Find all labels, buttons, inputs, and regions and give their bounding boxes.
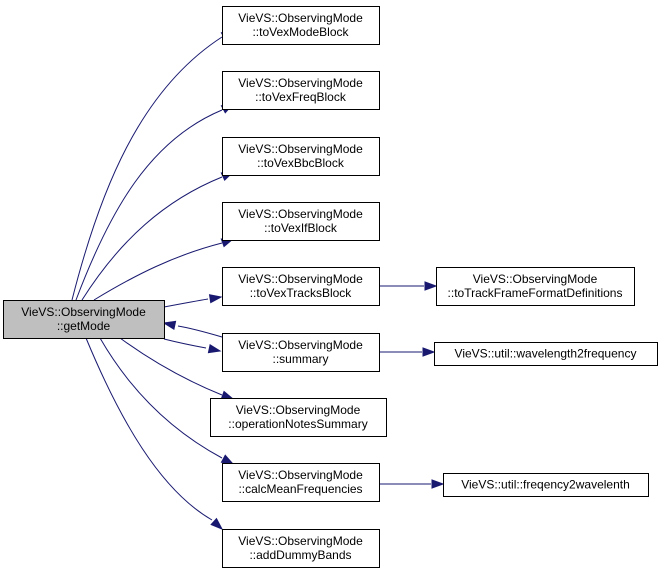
node-label-method: ::addDummyBands [249, 548, 351, 562]
node-toVexBbcBlock[interactable]: VieVS::ObservingMode::toVexBbcBlock [222, 137, 380, 176]
node-wavelength2frequency[interactable]: VieVS::util::wavelength2frequency [434, 342, 658, 366]
node-label-method: ::summary [272, 352, 328, 366]
node-label-method: ::toVexTracksBlock [250, 286, 353, 300]
edge-line [75, 109, 223, 301]
edge-getMode-to-toVexFreqBlock [75, 103, 235, 301]
node-toVexFreqBlock[interactable]: VieVS::ObservingMode::toVexFreqBlock [222, 71, 380, 110]
node-label-namespace: VieVS::ObservingMode [238, 142, 363, 156]
edge-line [85, 337, 213, 521]
edge-getMode-to-toVexIfBlock [93, 238, 235, 301]
node-summary[interactable]: VieVS::ObservingMode::summary [222, 333, 380, 372]
nodes-layer: VieVS::ObservingMode::getModeVieVS::Obse… [3, 6, 658, 568]
node-calcMeanFrequencies[interactable]: VieVS::ObservingMode::calcMeanFrequencie… [222, 463, 380, 502]
node-label-method: ::toVexModeBlock [252, 25, 349, 39]
node-label-namespace: VieVS::ObservingMode [238, 207, 363, 221]
node-label-namespace: VieVS::util::wavelength2frequency [455, 347, 637, 361]
node-label-namespace: VieVS::ObservingMode [238, 338, 363, 352]
node-label-method: ::toVexFreqBlock [255, 90, 347, 104]
node-label-namespace: VieVS::ObservingMode [473, 272, 598, 286]
node-label-namespace: VieVS::ObservingMode [21, 305, 146, 319]
edge-line [81, 176, 223, 301]
node-label-method: ::toVexBbcBlock [257, 156, 345, 170]
node-toVexTracksBlock[interactable]: VieVS::ObservingMode::toVexTracksBlock [222, 267, 380, 306]
edge-summary-to-wavelength2frequency [379, 347, 436, 357]
node-toVexIfBlock[interactable]: VieVS::ObservingMode::toVexIfBlock [222, 202, 380, 241]
node-label-namespace: VieVS::ObservingMode [238, 272, 363, 286]
node-box [222, 71, 380, 110]
node-freqency2wavelenth[interactable]: VieVS::util::freqency2wavelenth [443, 473, 649, 497]
edge-line [163, 298, 209, 308]
node-label-namespace: VieVS::ObservingMode [238, 468, 363, 482]
node-box [222, 267, 380, 306]
node-box [443, 473, 649, 497]
edge-getMode-to-operationNotesSummary [119, 337, 235, 400]
edge-getMode-to-addDummyBands [85, 337, 224, 530]
node-toTrackFrameFormatDefinitions[interactable]: VieVS::ObservingMode::toTrackFrameFormat… [436, 267, 635, 306]
edge-calcMeanFrequencies-to-freqency2wavelenth [379, 479, 445, 489]
node-getMode[interactable]: VieVS::ObservingMode::getMode [3, 300, 165, 339]
arrowhead [208, 294, 223, 304]
edge-line [71, 36, 223, 301]
node-label-method: ::toVexIfBlock [264, 221, 338, 235]
node-box [222, 137, 380, 176]
node-label-method: ::toTrackFrameFormatDefinitions [448, 286, 623, 300]
node-box [210, 398, 387, 437]
node-label-namespace: VieVS::ObservingMode [238, 11, 363, 25]
node-box [222, 6, 380, 45]
node-box [222, 202, 380, 241]
edge-toVexTracksBlock-to-toTrackFrameFormatDefinitions [379, 281, 438, 291]
arrowhead [220, 454, 235, 465]
arrowhead [422, 347, 436, 357]
edge-getMode-to-toVexBbcBlock [81, 171, 235, 301]
arrowhead [207, 343, 222, 354]
node-box [222, 333, 380, 372]
node-label-namespace: VieVS::ObservingMode [238, 76, 363, 90]
edge-getMode-to-toVexTracksBlock [163, 294, 223, 308]
node-box [436, 267, 635, 306]
node-label-method: ::operationNotesSummary [228, 417, 367, 431]
edge-getMode-to-summary [163, 338, 222, 354]
edge-getMode-to-toVexModeBlock [71, 30, 235, 301]
edge-line [93, 242, 223, 301]
node-toVexModeBlock[interactable]: VieVS::ObservingMode::toVexModeBlock [222, 6, 380, 45]
arrowhead [162, 320, 177, 331]
node-box [3, 300, 165, 339]
arrowhead [210, 517, 224, 530]
arrowhead [220, 390, 235, 400]
edge-line [99, 337, 223, 459]
node-addDummyBands[interactable]: VieVS::ObservingMode::addDummyBands [222, 529, 380, 568]
arrowhead [424, 281, 438, 291]
edge-line [119, 337, 223, 396]
node-box [222, 463, 380, 502]
edge-summary-to-getMode [162, 320, 223, 338]
node-box [434, 342, 658, 366]
node-label-namespace: VieVS::util::freqency2wavelenth [461, 478, 630, 492]
node-label-method: ::calcMeanFrequencies [238, 482, 362, 496]
node-label-namespace: VieVS::ObservingMode [236, 403, 361, 417]
node-box [222, 529, 380, 568]
node-operationNotesSummary[interactable]: VieVS::ObservingMode::operationNotesSumm… [210, 398, 387, 437]
edge-line [177, 325, 223, 338]
node-label-method: ::getMode [57, 319, 111, 333]
node-label-namespace: VieVS::ObservingMode [238, 534, 363, 548]
arrowhead [431, 479, 445, 489]
edge-line [163, 338, 207, 349]
